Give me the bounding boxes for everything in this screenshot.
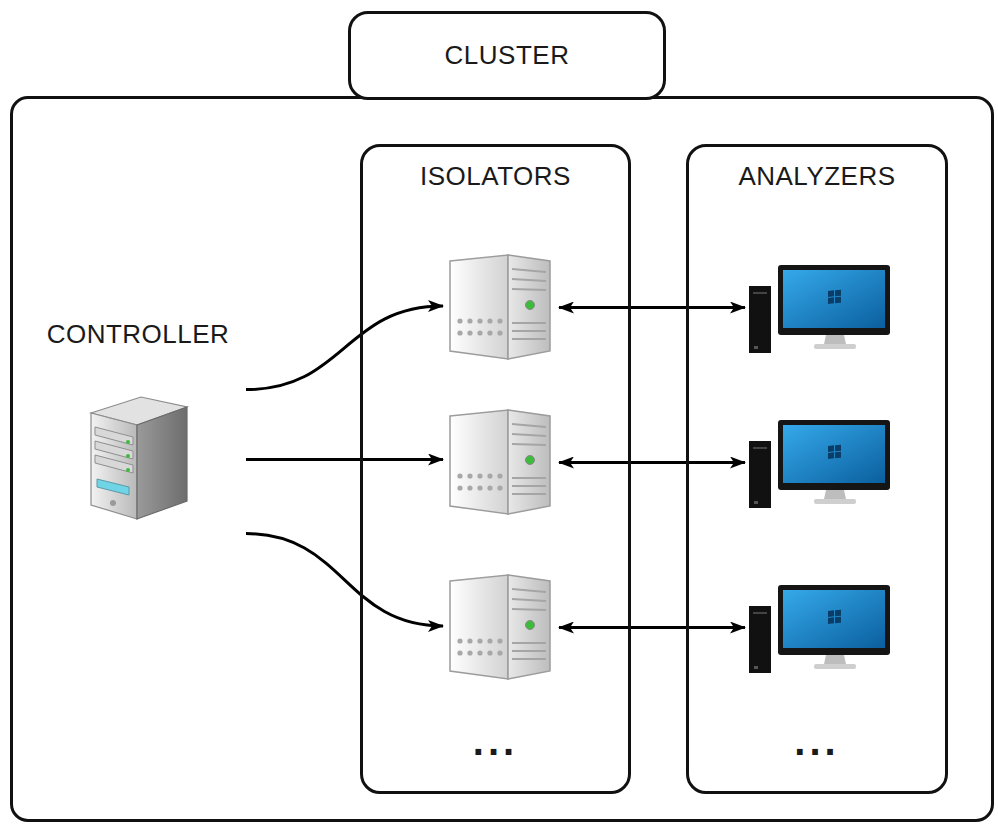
workstation-icon bbox=[748, 584, 891, 674]
connector-arrow bbox=[246, 306, 443, 390]
workstation-icon bbox=[748, 419, 891, 509]
server-icon bbox=[446, 251, 556, 361]
connector-arrow bbox=[246, 534, 443, 626]
analyzer-workstation bbox=[748, 584, 891, 674]
isolator-server bbox=[446, 406, 556, 516]
controller-node: CONTROLLER bbox=[33, 313, 243, 603]
connector-arrow bbox=[246, 458, 443, 461]
analyzer-workstation bbox=[748, 264, 891, 354]
analyzer-workstation bbox=[748, 419, 891, 509]
connector-arrow bbox=[559, 461, 745, 464]
isolator-server bbox=[446, 251, 556, 361]
group-title: ANALYZERS bbox=[738, 161, 895, 192]
server-icon bbox=[446, 406, 556, 516]
workstation-icon bbox=[748, 264, 891, 354]
cluster-title: CLUSTER bbox=[348, 11, 666, 100]
isolator-server bbox=[446, 571, 556, 681]
cluster-box: CONTROLLERISOLATORS...ANALYZERS...CLUSTE… bbox=[10, 96, 994, 822]
analyzers-group: ANALYZERS... bbox=[686, 144, 948, 794]
group-title: ISOLATORS bbox=[420, 161, 571, 192]
server-icon bbox=[446, 571, 556, 681]
ellipsis-mark: ... bbox=[473, 717, 518, 765]
connector-arrow bbox=[559, 626, 745, 629]
server-tower-icon bbox=[83, 391, 193, 521]
ellipsis-mark: ... bbox=[794, 717, 839, 765]
node-label: CONTROLLER bbox=[47, 319, 230, 350]
isolators-group: ISOLATORS... bbox=[360, 144, 631, 794]
connector-arrow bbox=[559, 306, 745, 309]
